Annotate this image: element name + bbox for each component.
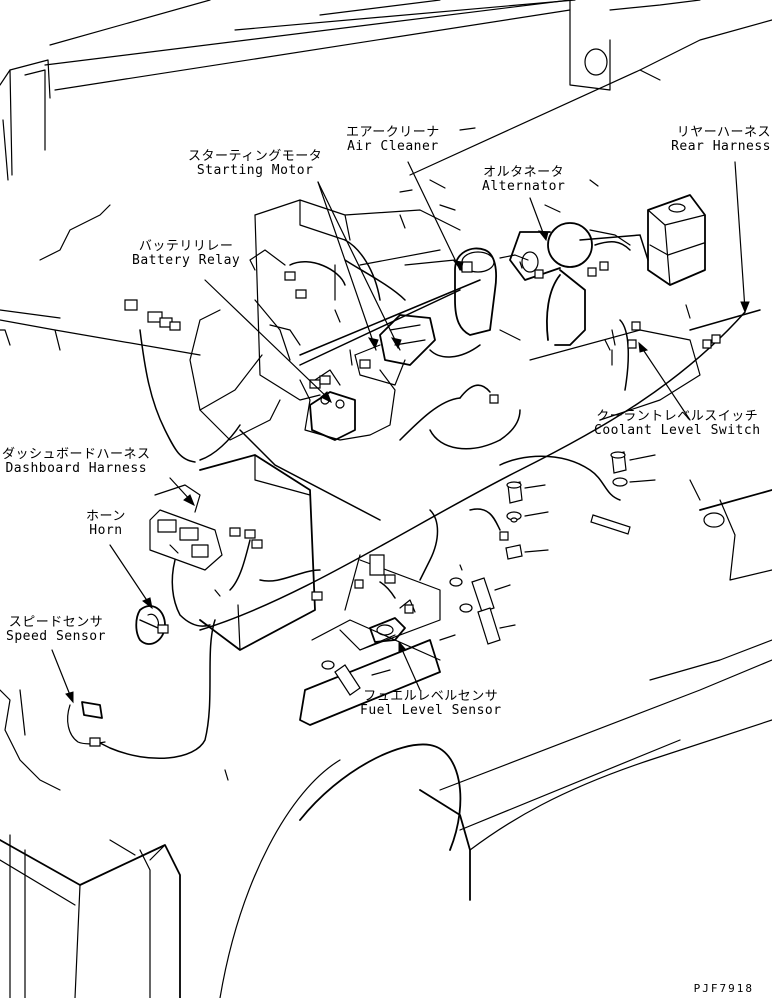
label-speed-sensor-en: Speed Sensor: [6, 629, 106, 644]
label-battery-relay: バッテリリレー Battery Relay: [132, 240, 240, 268]
label-coolant-level-switch-jp: クーラントレベルスイッチ: [596, 409, 759, 424]
label-fuel-level-sensor: フュエルレベルセンサ Fuel Level Sensor: [360, 690, 502, 718]
drawing-code: PJF7918: [693, 982, 754, 995]
label-alternator: オルタネータ Alternator: [482, 166, 565, 194]
fasteners: [322, 452, 655, 695]
label-rear-harness-en: Rear Harness: [671, 139, 771, 154]
label-dashboard-harness-jp: ダッシュボードハーネス: [2, 447, 151, 462]
label-dashboard-harness: ダッシュボードハーネス Dashboard Harness: [2, 448, 151, 476]
front-grille: [0, 690, 340, 998]
label-starting-motor: スターティングモータ Starting Motor: [188, 150, 322, 178]
coolant-tank: [648, 195, 705, 285]
label-battery-relay-en: Battery Relay: [132, 253, 241, 268]
label-coolant-level-switch-en: Coolant Level Switch: [594, 423, 761, 438]
label-air-cleaner-jp: エアークリーナ: [346, 125, 440, 140]
connectors: [90, 262, 720, 746]
label-speed-sensor: スピードセンサ Speed Sensor: [6, 616, 106, 644]
leader-lines: [52, 162, 749, 702]
label-fuel-level-sensor-en: Fuel Level Sensor: [360, 703, 502, 718]
label-dashboard-harness-en: Dashboard Harness: [5, 461, 148, 476]
cab-outline: [0, 0, 772, 355]
label-fuel-level-sensor-jp: フュエルレベルセンサ: [363, 689, 499, 704]
starting-motor-body: [355, 315, 435, 385]
label-coolant-level-switch: クーラントレベルスイッチ Coolant Level Switch: [594, 410, 761, 438]
label-starting-motor-en: Starting Motor: [196, 163, 314, 178]
label-air-cleaner: エアークリーナ Air Cleaner: [346, 126, 440, 154]
label-rear-harness-jp: リヤーハーネス: [676, 125, 771, 140]
label-horn-en: Horn: [89, 523, 123, 538]
label-alternator-en: Alternator: [482, 179, 566, 194]
label-speed-sensor-jp: スピードセンサ: [8, 615, 104, 630]
body-lower: [300, 330, 772, 900]
label-starting-motor-jp: スターティングモータ: [188, 149, 323, 164]
harness-box: [150, 455, 315, 650]
label-horn: ホーン Horn: [86, 510, 126, 538]
label-battery-relay-jp: バッテリリレー: [138, 239, 234, 254]
label-horn-jp: ホーン: [86, 509, 126, 524]
engine-block: [190, 200, 460, 440]
label-air-cleaner-en: Air Cleaner: [347, 139, 439, 154]
wire-harness: [98, 235, 760, 758]
label-rear-harness: リヤーハーネス Rear Harness: [671, 126, 771, 154]
detail-strokes: [215, 128, 690, 596]
label-alternator-jp: オルタネータ: [483, 165, 565, 180]
